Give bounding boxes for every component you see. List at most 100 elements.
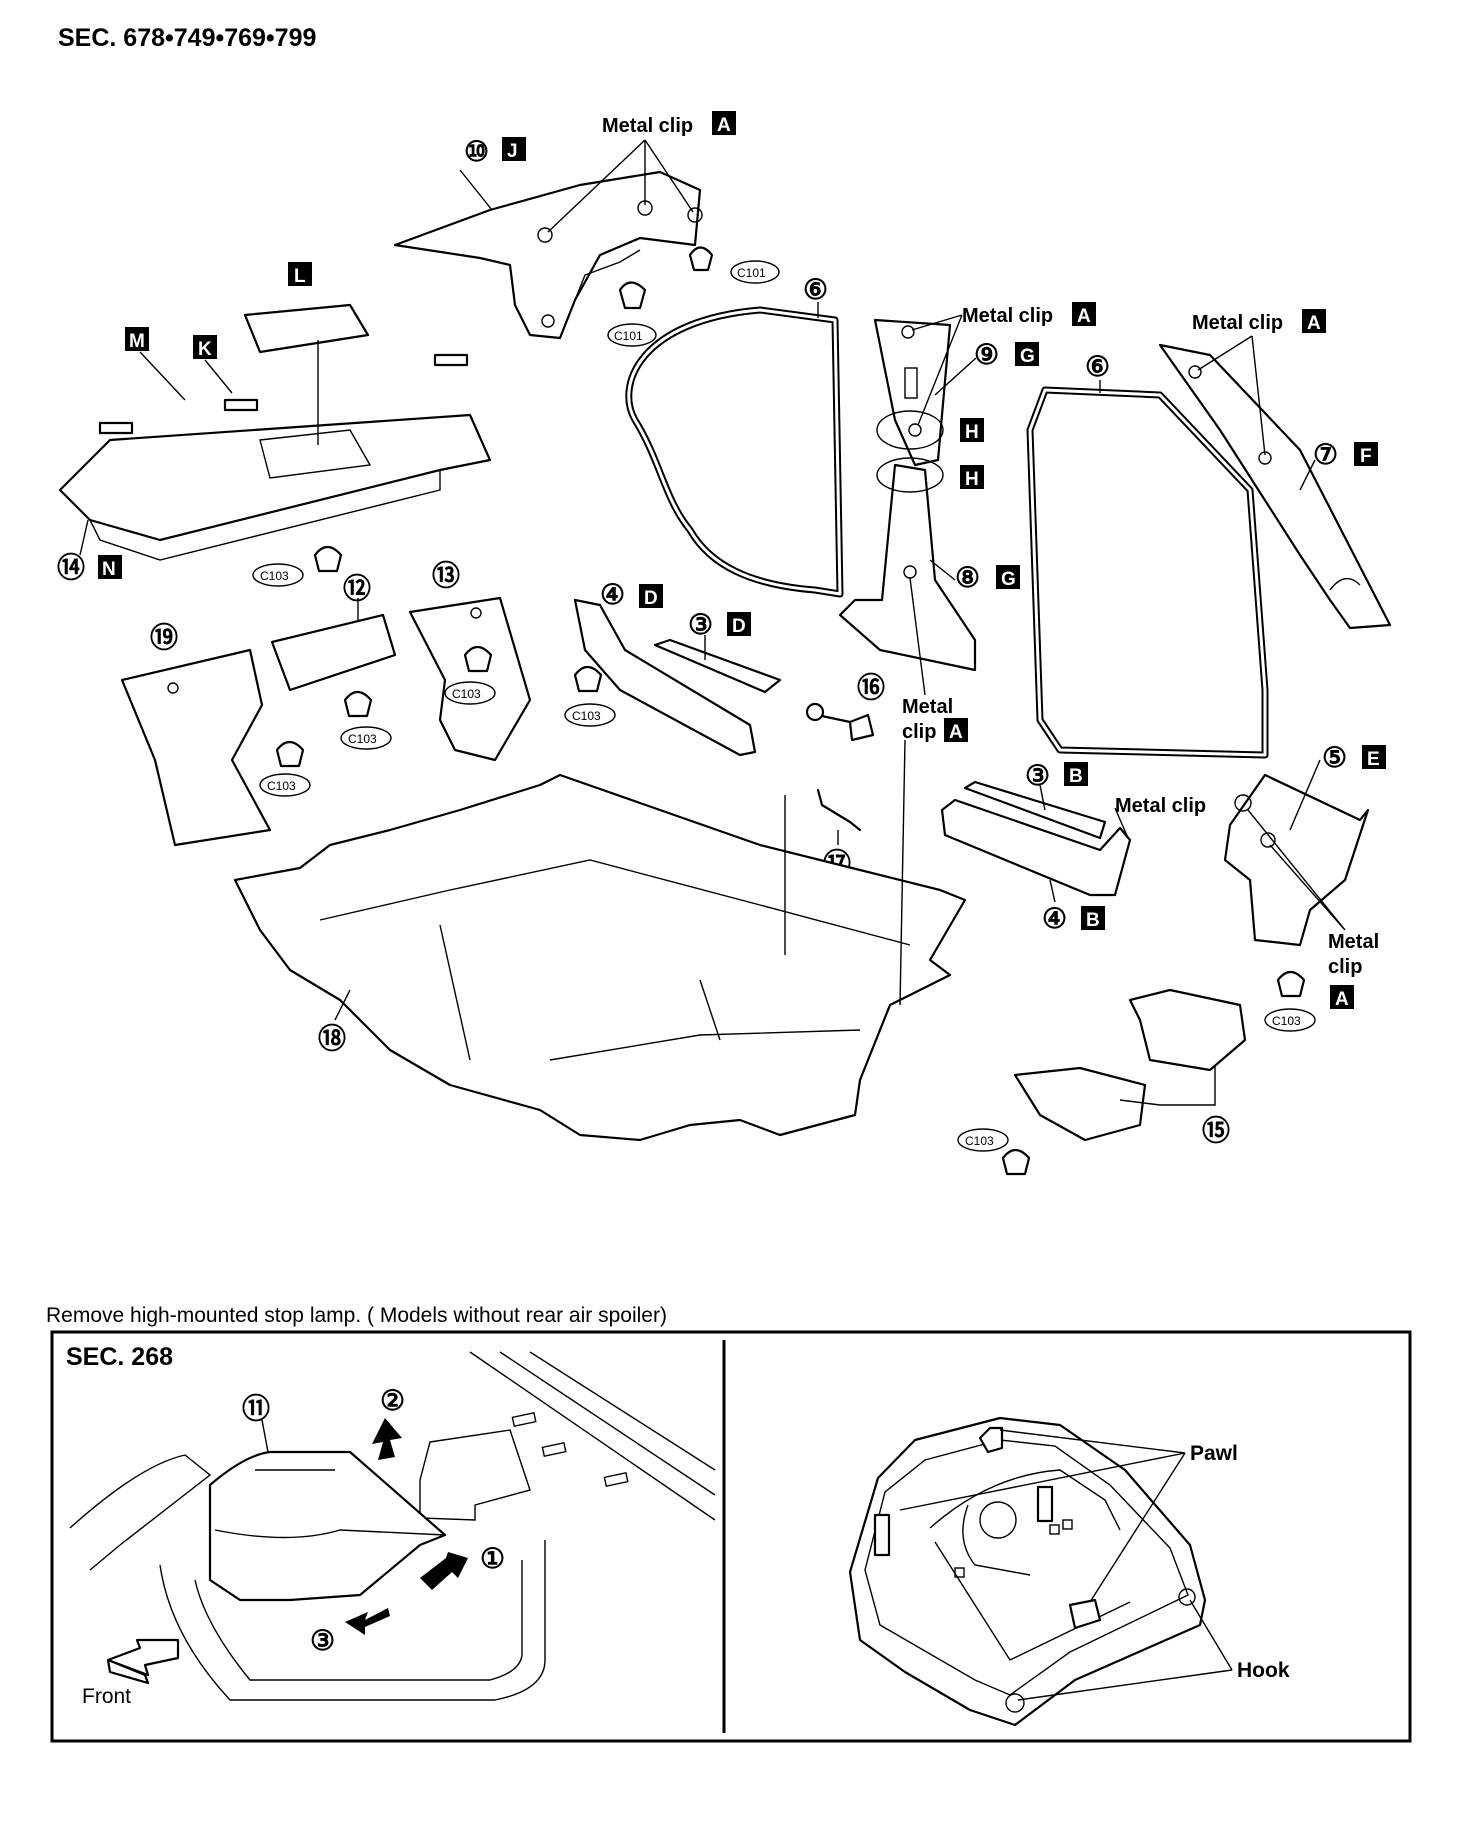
svg-text:⑥: ⑥: [1085, 351, 1110, 382]
front-door-welt: [1026, 386, 1269, 759]
callout-8: ⑧ G: [955, 562, 1020, 593]
svg-text:Metal: Metal: [1328, 931, 1379, 953]
clip-c103-left-b: C103: [340, 690, 392, 750]
arrow-step-2: ②: [372, 1385, 405, 1460]
svg-text:⑫: ⑫: [343, 572, 371, 604]
callout-3-front: ③ B: [1025, 760, 1088, 791]
hook-label: Hook: [1237, 1659, 1290, 1682]
detail-circle-H-upper: [876, 410, 944, 450]
svg-text:⑤: ⑤: [1322, 742, 1347, 773]
svg-text:⑧: ⑧: [955, 562, 980, 593]
svg-text:H: H: [965, 422, 979, 443]
svg-text:⑭: ⑭: [57, 551, 85, 583]
svg-text:C103: C103: [452, 687, 481, 701]
svg-text:C101: C101: [737, 266, 766, 280]
svg-text:A: A: [1077, 306, 1091, 327]
floor-carpet: [233, 773, 967, 1142]
svg-text:D: D: [732, 616, 746, 637]
svg-text:③: ③: [310, 1625, 335, 1656]
rear-kicking-plate: [573, 598, 757, 757]
high-mounted-stop-lamp-cover: [243, 303, 370, 445]
callout-19: ⑲: [150, 621, 178, 653]
clip-c101-b: C101: [607, 323, 657, 347]
svg-text:A: A: [1307, 313, 1321, 334]
metal-clip-top-label: Metal clip A: [602, 111, 736, 137]
callout-16: ⑯: [857, 671, 885, 703]
metal-clip-pillar-label: Metal clip A: [962, 302, 1096, 327]
metal-clip-pillar-lower-label: Metal clip A: [902, 696, 968, 743]
callout-H-lower: H: [960, 465, 984, 490]
callout-9: ⑨ G: [974, 339, 1039, 370]
callout-13: ⑬: [432, 559, 460, 591]
roof-panel-lines: [69, 1351, 716, 1701]
svg-text:⑩: ⑩: [464, 136, 489, 167]
callout-6-front: ⑥: [1085, 351, 1110, 382]
callout-4-front: ④ B: [1042, 903, 1105, 934]
svg-text:K: K: [198, 339, 212, 360]
svg-text:⑥: ⑥: [803, 274, 828, 305]
svg-text:⑯: ⑯: [857, 671, 885, 703]
callout-4-rear: ④ D: [600, 579, 663, 610]
front-pillar-garnish: [1158, 343, 1392, 630]
svg-text:Metal clip: Metal clip: [602, 115, 693, 137]
svg-text:A: A: [949, 722, 963, 743]
callout-K: K: [193, 335, 217, 360]
svg-text:clip: clip: [902, 721, 936, 743]
svg-text:⑱: ⑱: [318, 1022, 346, 1054]
clip-c101-a: C101: [730, 260, 780, 284]
dash-side-finisher: [1223, 773, 1370, 947]
callout-7: ⑦ F: [1313, 439, 1378, 470]
rear-side-trim-left: [120, 648, 272, 847]
svg-text:C103: C103: [965, 1134, 994, 1148]
clip-c103-left-a: C103: [259, 740, 311, 797]
svg-text:③: ③: [1025, 760, 1050, 791]
rear-parcel-shelf: [58, 353, 492, 561]
pawl-label: Pawl: [1190, 1442, 1238, 1465]
svg-text:③: ③: [688, 609, 713, 640]
detail-circle-H-lower: [876, 457, 944, 493]
clip-c103-lower-b: C103: [957, 1128, 1031, 1176]
svg-text:J: J: [507, 141, 518, 162]
callout-6-rear: ⑥: [803, 274, 828, 305]
rear-door-welt: [625, 306, 844, 598]
svg-text:C103: C103: [267, 779, 296, 793]
rear-wheel-house-finisher: [408, 596, 532, 762]
callout-18: ⑱: [318, 1022, 346, 1054]
callout-15: ⑮: [1202, 1114, 1230, 1146]
svg-text:Metal clip: Metal clip: [1192, 312, 1283, 334]
svg-text:E: E: [1367, 749, 1380, 770]
svg-text:N: N: [102, 559, 116, 580]
instrument-lower-cover: [1013, 988, 1247, 1142]
svg-text:Metal clip: Metal clip: [1115, 795, 1206, 817]
callout-11: ⑪: [242, 1392, 270, 1424]
front-door-welt-strip: [963, 780, 1107, 840]
metal-clip-front-pillar-label: Metal clip A: [1192, 309, 1326, 334]
svg-text:⑮: ⑮: [1202, 1114, 1230, 1146]
rear-door-welt-strip: [653, 638, 782, 694]
svg-text:C101: C101: [614, 329, 643, 343]
svg-text:C103: C103: [348, 732, 377, 746]
svg-text:C103: C103: [260, 569, 289, 583]
svg-text:⑨: ⑨: [974, 339, 999, 370]
clip-c103-left-c: C103: [444, 645, 496, 705]
callout-5: ⑤ E: [1322, 742, 1386, 773]
svg-text:④: ④: [600, 579, 625, 610]
callout-H-upper: H: [960, 418, 984, 443]
callout-M: M: [125, 327, 149, 352]
svg-text:C103: C103: [1272, 1014, 1301, 1028]
inset-section-label: SEC. 268: [66, 1343, 173, 1371]
svg-text:B: B: [1069, 766, 1083, 787]
svg-text:⑦: ⑦: [1313, 439, 1338, 470]
center-pillar-upper-garnish: [873, 318, 952, 467]
inset-caption: Remove high-mounted stop lamp. ( Models …: [46, 1304, 667, 1327]
svg-text:Metal clip: Metal clip: [962, 305, 1053, 327]
clip-c103-shelf: C103: [252, 545, 343, 587]
clip-17: [816, 788, 862, 832]
svg-text:④: ④: [1042, 903, 1067, 934]
svg-text:clip: clip: [1328, 956, 1362, 978]
rear-pillar-finisher: [270, 613, 397, 692]
svg-text:H: H: [965, 469, 979, 490]
svg-text:F: F: [1360, 446, 1372, 467]
svg-text:C103: C103: [572, 709, 601, 723]
